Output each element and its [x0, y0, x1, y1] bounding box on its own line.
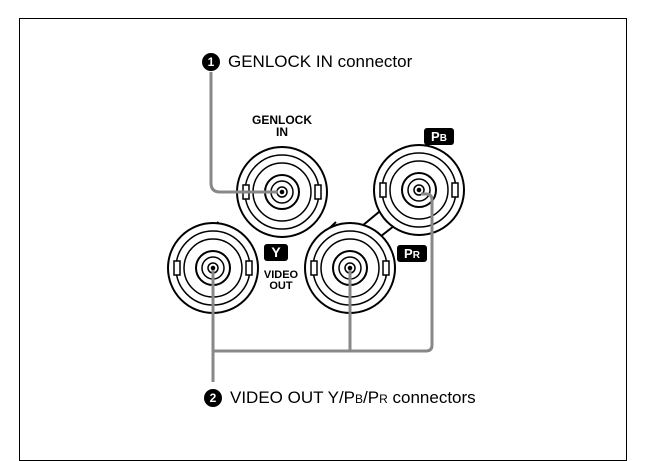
- callout-genlock: 1 GENLOCK IN connector: [202, 52, 412, 72]
- callout-video-out-text: VIDEO OUT Y/PB/PR connectors: [230, 388, 476, 407]
- pr-badge: PR: [397, 245, 427, 262]
- genlock-label-line1: GENLOCK: [252, 113, 312, 127]
- genlock-leader-line: [209, 72, 278, 194]
- y-connector: [167, 222, 259, 314]
- pr-connector: [304, 222, 396, 314]
- genlock-in-label: GENLOCK IN: [244, 114, 320, 138]
- callout-genlock-text: GENLOCK IN connector: [228, 52, 413, 71]
- callout-number-1: 1: [202, 53, 220, 71]
- pb-connector: [373, 144, 465, 236]
- y-badge: Y: [264, 244, 288, 261]
- video-label-line1: VIDEO: [263, 269, 299, 281]
- video-out-label: VIDEO OUT: [258, 270, 304, 292]
- video-label-line2: OUT: [269, 280, 293, 292]
- genlock-in-connector: [236, 146, 328, 238]
- video-out-leader-line: [211, 192, 434, 382]
- genlock-label-line2: IN: [276, 125, 288, 139]
- callout-number-2: 2: [204, 389, 222, 407]
- pb-badge: PB: [424, 128, 454, 145]
- callout-video-out: 2 VIDEO OUT Y/PB/PR connectors: [204, 388, 476, 408]
